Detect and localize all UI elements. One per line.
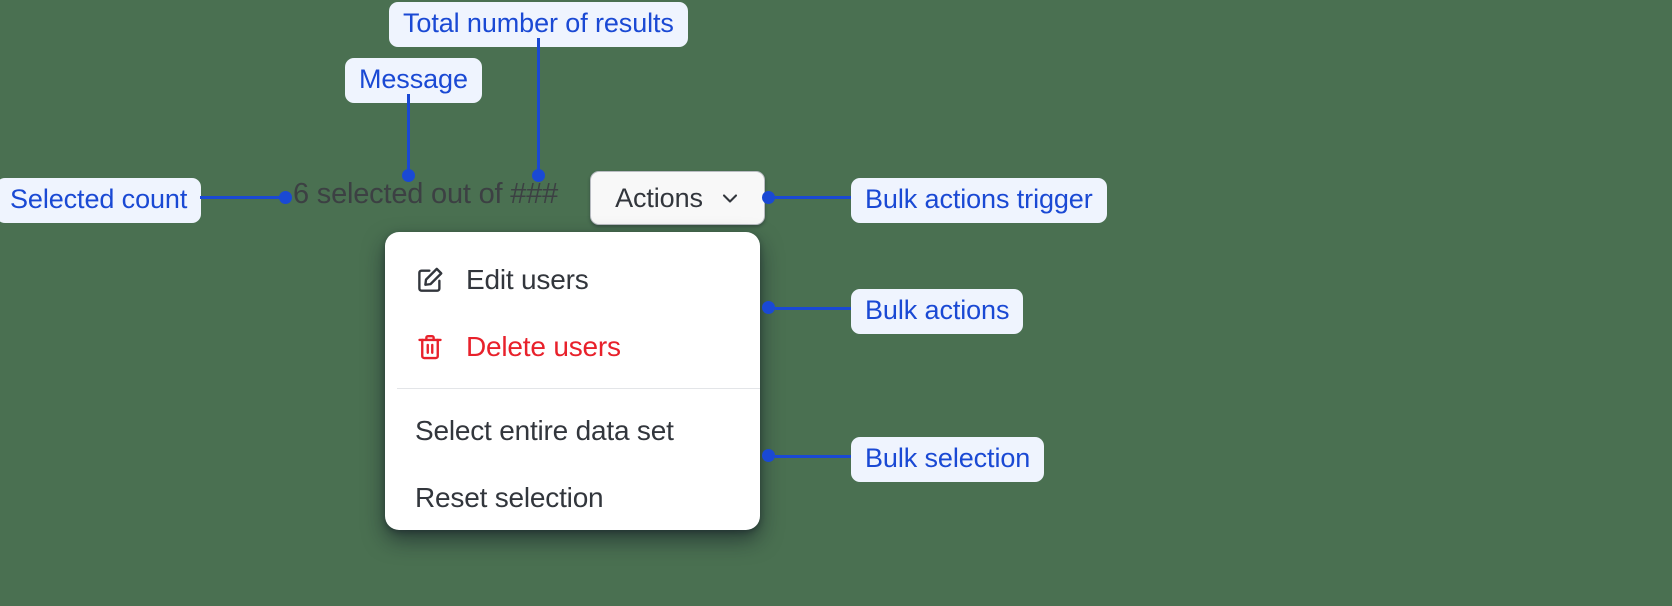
- menu-item-edit-users[interactable]: Edit users: [385, 246, 760, 313]
- connector-bulk-selection: [775, 455, 851, 458]
- annotation-selected-count: Selected count: [0, 178, 202, 223]
- selection-message: 6 selected out of ###: [293, 178, 559, 210]
- menu-item-reset-selection[interactable]: Reset selection: [385, 464, 760, 530]
- annotation-bulk-selection: Bulk selection: [851, 437, 1045, 482]
- edit-pencil-icon: [415, 265, 445, 295]
- connector-bulk-actions-trigger: [775, 196, 857, 199]
- chevron-down-icon: [720, 188, 740, 208]
- annotation-bulk-actions: Bulk actions: [851, 289, 1024, 334]
- bulk-actions-trigger-label: Actions: [615, 182, 703, 213]
- menu-item-label: Delete users: [466, 330, 621, 362]
- bulk-actions-dropdown-menu: Edit users Delete users Select entire da…: [385, 232, 760, 530]
- connector-dot-bulk-selection: [762, 449, 775, 462]
- annotation-bulk-actions-trigger: Bulk actions trigger: [851, 178, 1107, 223]
- connector-dot-message: [402, 169, 415, 182]
- connector-dot-selected-count: [279, 191, 292, 204]
- annotation-message: Message: [345, 58, 482, 103]
- bulk-actions-trigger-button[interactable]: Actions: [590, 171, 765, 225]
- connector-dot-bulk-actions-trigger: [762, 191, 775, 204]
- menu-item-label: Select entire data set: [415, 414, 674, 446]
- menu-item-label: Reset selection: [415, 481, 604, 513]
- connector-dot-total-results: [532, 169, 545, 182]
- menu-item-label: Edit users: [466, 263, 589, 295]
- menu-item-delete-users[interactable]: Delete users: [385, 313, 760, 380]
- connector-selected-count: [200, 196, 286, 199]
- connector-message: [407, 94, 410, 175]
- menu-divider: [397, 388, 760, 389]
- connector-bulk-actions: [775, 307, 851, 310]
- annotation-total-results: Total number of results: [389, 2, 688, 47]
- connector-dot-bulk-actions: [762, 301, 775, 314]
- connector-total-results: [537, 38, 540, 175]
- trash-icon: [415, 332, 445, 362]
- menu-item-select-entire-data-set[interactable]: Select entire data set: [385, 397, 760, 464]
